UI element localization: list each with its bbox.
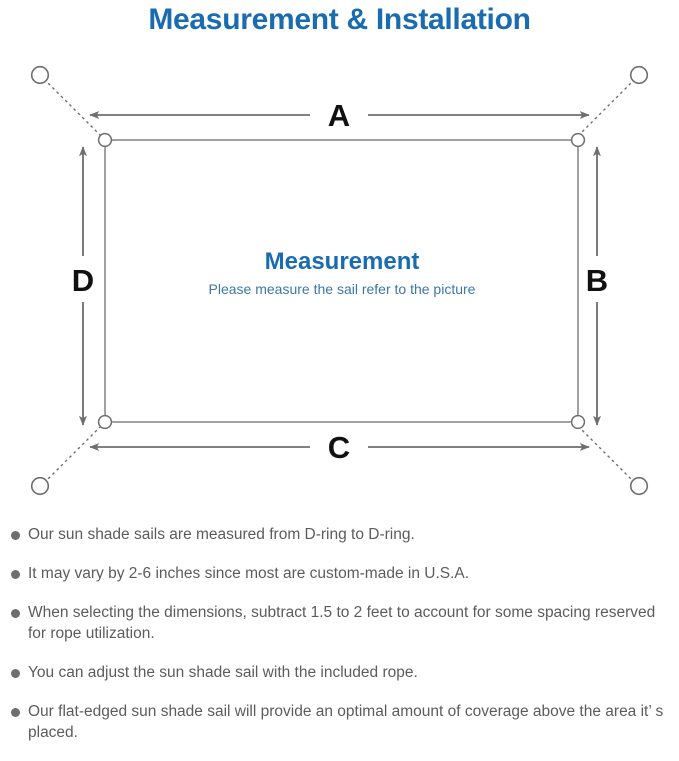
anchor-point-bottom-left	[30, 476, 50, 496]
sail-label: Measurement	[265, 248, 420, 275]
note-text: Our flat-edged sun shade sail will provi…	[28, 703, 664, 741]
anchor-point-bottom-right	[629, 476, 649, 496]
list-item: Our sun shade sails are measured from D-…	[0, 524, 665, 545]
dimension-c: C	[89, 430, 590, 465]
d-ring-top-left	[97, 132, 113, 148]
d-ring-bottom-right	[570, 414, 586, 430]
d-rings	[97, 132, 586, 430]
anchor-point-top-left	[30, 65, 50, 85]
dimension-a-label: A	[328, 98, 350, 133]
dotted-rope-bottom-left	[45, 425, 102, 482]
list-item: Our flat-edged sun shade sail will provi…	[0, 701, 665, 743]
d-ring-bottom-left	[97, 414, 113, 430]
note-text: You can adjust the sun shade sail with t…	[28, 664, 418, 681]
rope-lines	[45, 80, 634, 482]
dimension-d: D	[72, 146, 94, 426]
bullet-icon	[11, 708, 20, 717]
bullet-icon	[11, 669, 20, 678]
anchor-points	[30, 65, 649, 496]
notes-list: Our sun shade sails are measured from D-…	[0, 524, 679, 761]
bullet-icon	[11, 570, 20, 579]
note-text: Our sun shade sails are measured from D-…	[28, 526, 415, 543]
bullet-icon	[11, 609, 20, 618]
dimension-a: A	[89, 98, 590, 133]
anchor-point-top-right	[629, 65, 649, 85]
dimension-b: B	[586, 146, 608, 426]
diagram-canvas: A C D B Measurement Please measure the s…	[30, 65, 649, 496]
measurement-diagram: A C D B Measurement Please measure the s…	[0, 44, 679, 514]
note-text: When selecting the dimensions, subtract …	[28, 604, 656, 642]
page-title: Measurement & Installation	[148, 3, 531, 36]
list-item: When selecting the dimensions, subtract …	[0, 602, 665, 644]
sail-sublabel: Please measure the sail refer to the pic…	[209, 281, 476, 297]
dimension-d-label: D	[72, 263, 94, 298]
sail-shape	[104, 139, 579, 423]
dimension-c-label: C	[328, 430, 350, 465]
dotted-rope-bottom-right	[577, 425, 634, 482]
list-item: You can adjust the sun shade sail with t…	[0, 662, 665, 683]
dotted-rope-top-left	[45, 80, 102, 137]
dotted-rope-top-right	[577, 80, 634, 137]
d-ring-top-right	[570, 132, 586, 148]
list-item: It may vary by 2-6 inches since most are…	[0, 563, 665, 584]
dimension-b-label: B	[586, 263, 608, 298]
bullet-icon	[11, 531, 20, 540]
note-text: It may vary by 2-6 inches since most are…	[28, 565, 470, 582]
